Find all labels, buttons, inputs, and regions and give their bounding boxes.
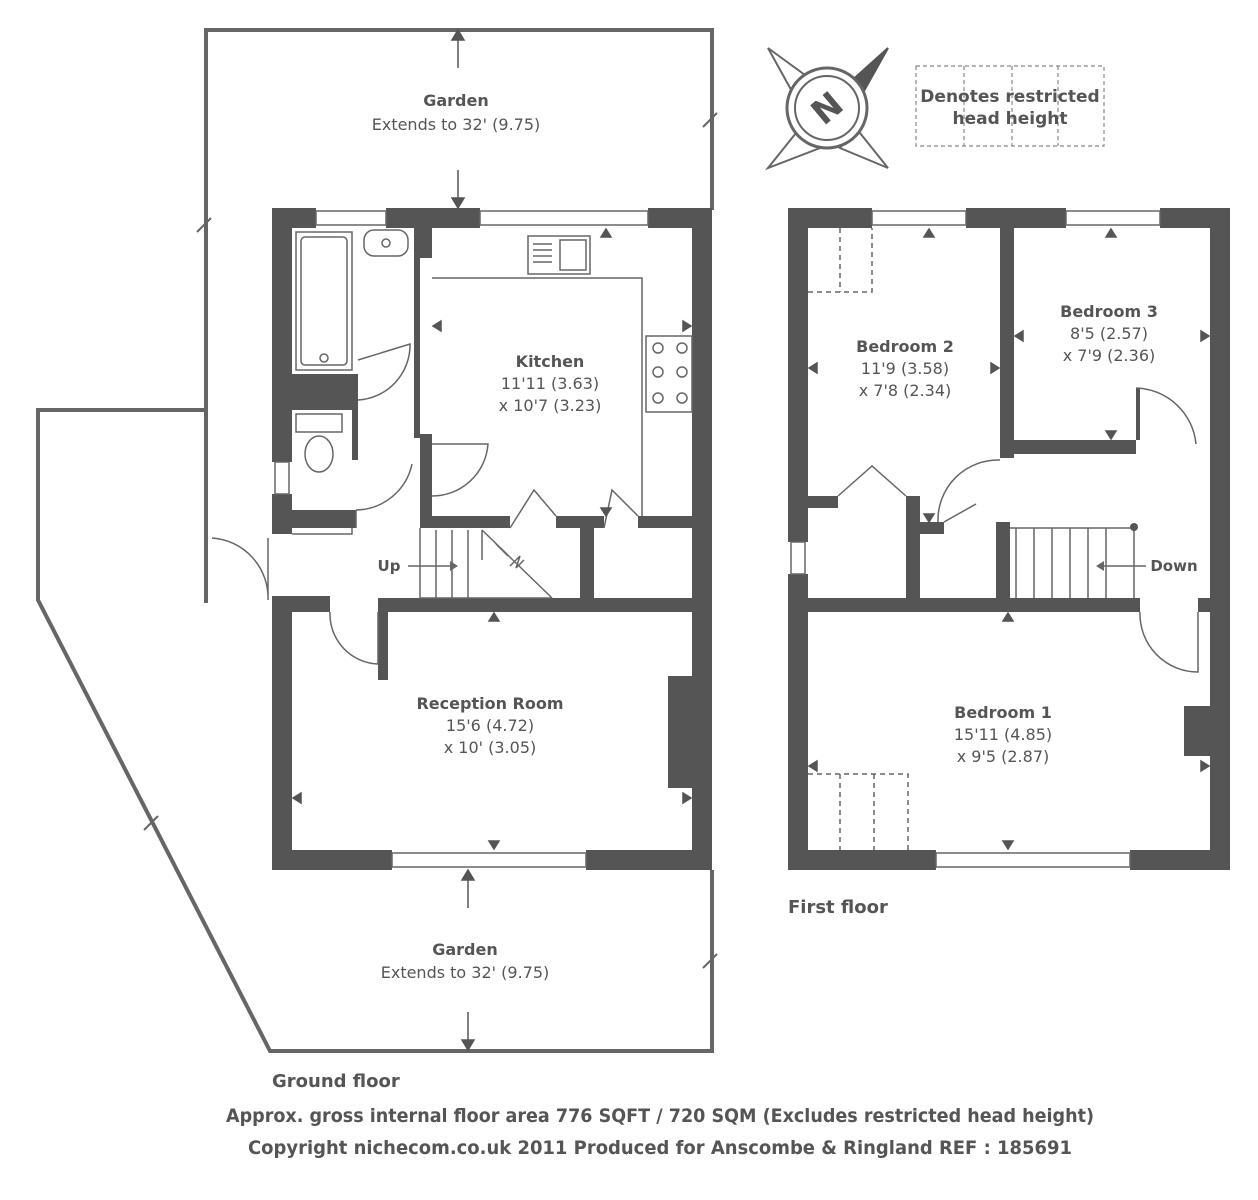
legend-line-2: head height xyxy=(952,109,1067,129)
restricted-head-height-zones xyxy=(808,228,909,850)
hob xyxy=(645,335,693,413)
bedroom2-name: Bedroom 2 xyxy=(856,337,954,356)
bedroom1-name: Bedroom 1 xyxy=(954,703,1052,722)
stairs-up-label: Up xyxy=(378,557,401,575)
garden-top-boundary xyxy=(204,28,714,600)
bedroom3-dim-2: x 7'9 (2.36) xyxy=(1063,346,1156,365)
ground-floor-windows xyxy=(274,210,649,868)
stairs-down-label: Down xyxy=(1150,557,1197,575)
bathroom-door xyxy=(357,342,411,401)
reception-door xyxy=(329,611,379,665)
reception-dim-2: x 10' (3.05) xyxy=(444,738,537,757)
garden-side-boundary xyxy=(36,408,714,1053)
first-floor-walls xyxy=(788,208,1230,870)
reception-name: Reception Room xyxy=(416,694,563,713)
cupboard-door-left xyxy=(509,488,557,529)
first-floor-fittings xyxy=(808,228,1199,850)
legend-line-1: Denotes restricted xyxy=(920,87,1099,107)
plot-outline xyxy=(36,28,714,1053)
kitchen-name: Kitchen xyxy=(516,352,585,371)
ground-stairs xyxy=(419,528,553,599)
kitchen-sink xyxy=(527,235,591,275)
garden-top-dim: Extends to 32' (9.75) xyxy=(372,115,541,134)
floor-area-text: Approx. gross internal floor area 776 SQ… xyxy=(226,1105,1094,1127)
kitchen-dim-2: x 10'7 (3.23) xyxy=(499,396,602,415)
copyright-text: Copyright nichecom.co.uk 2011 Produced f… xyxy=(248,1137,1072,1159)
garden-top-name: Garden xyxy=(423,91,489,110)
wc-door xyxy=(355,463,413,528)
break-marks xyxy=(143,112,718,969)
compass-rose-icon: N xyxy=(764,47,889,171)
bedroom1-door xyxy=(1139,611,1199,673)
cupboard-door-first xyxy=(837,464,907,497)
ground-floor-walls xyxy=(272,208,712,870)
bedroom2-dim-1: 11'9 (3.58) xyxy=(861,359,949,378)
bedroom3-door xyxy=(1135,387,1197,445)
garden-bottom-dim: Extends to 32' (9.75) xyxy=(381,963,550,982)
first-floor-windows xyxy=(790,210,1161,868)
bedroom3-name: Bedroom 3 xyxy=(1060,302,1158,321)
bedroom3-dim-1: 8'5 (2.57) xyxy=(1070,324,1148,343)
bedroom1-dim-1: 15'11 (4.85) xyxy=(954,725,1052,744)
front-door xyxy=(211,537,269,601)
wc-cistern xyxy=(295,413,343,433)
ground-floor-fittings xyxy=(211,229,693,665)
legend-box xyxy=(915,65,1105,147)
bedroom2-dim-2: x 7'8 (2.34) xyxy=(859,381,952,400)
ground-floor-label: Ground floor xyxy=(272,1071,400,1092)
kitchen-dim-1: 11'11 (3.63) xyxy=(501,374,599,393)
first-stairs xyxy=(1010,527,1135,598)
wc-bowl xyxy=(304,435,334,473)
garden-bottom-name: Garden xyxy=(432,940,498,959)
dimension-arrows xyxy=(291,28,1211,1052)
bath xyxy=(295,231,353,371)
reception-dim-1: 15'6 (4.72) xyxy=(446,716,534,735)
basin xyxy=(363,229,409,257)
bedroom2-door xyxy=(937,459,1001,523)
first-floor-label: First floor xyxy=(788,897,888,918)
bedroom1-dim-2: x 9'5 (2.87) xyxy=(957,747,1050,766)
kitchen-door xyxy=(431,443,489,497)
